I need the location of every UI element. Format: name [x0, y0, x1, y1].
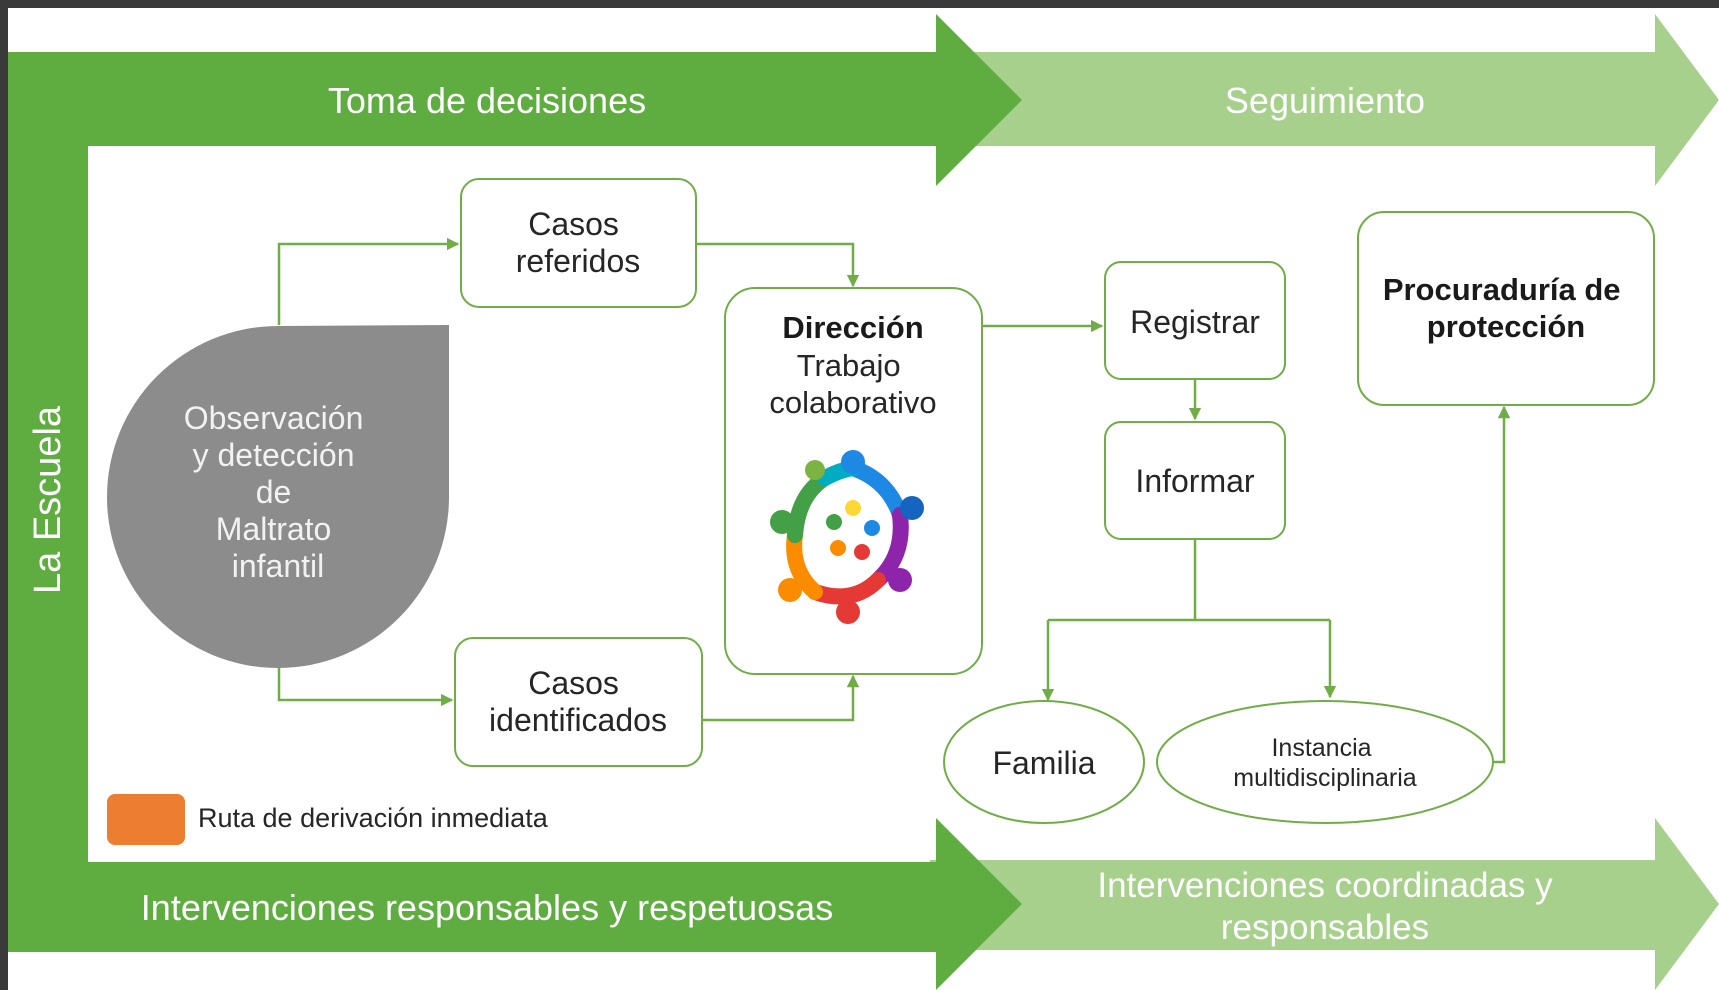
- casos-referidos-box: Casos referidos: [460, 178, 697, 308]
- casos-referidos-text: Casos referidos: [516, 206, 641, 279]
- procuraduria-box: Procuraduría de protección: [1357, 211, 1655, 406]
- top-right-arrow: Seguimiento: [930, 14, 1719, 186]
- observacion-text: Observación y detección de Maltrato infa…: [184, 400, 373, 584]
- legend: Ruta de derivación inmediata: [107, 794, 549, 845]
- registrar-box: Registrar: [1104, 261, 1286, 380]
- casos-identificados-text: Casos identificados: [489, 665, 667, 738]
- teamwork-people-ring-icon: [770, 450, 924, 624]
- instancia-text: Instancia multidisciplinaria: [1233, 734, 1416, 792]
- direccion-subtitle: Trabajo colaborativo: [769, 348, 936, 420]
- seguimiento-label: Seguimiento: [1225, 80, 1425, 121]
- instancia-ellipse: Instancia multidisciplinaria: [1156, 700, 1494, 824]
- intervenciones-coordinadas-line2: responsables: [1221, 908, 1429, 947]
- familia-text: Familia: [992, 745, 1095, 781]
- observacion-shape: Observación y detección de Maltrato infa…: [107, 325, 449, 668]
- familia-ellipse: Familia: [943, 700, 1145, 824]
- bottom-left-arrow: Intervenciones responsables y respetuosa…: [8, 818, 1022, 990]
- informar-box: Informar: [1104, 421, 1286, 540]
- la-escuela-label: La Escuela: [27, 405, 69, 594]
- legend-swatch: [107, 794, 185, 845]
- intervenciones-responsables-label: Intervenciones responsables y respetuosa…: [141, 887, 833, 928]
- direccion-box: Dirección Trabajo colaborativo: [724, 287, 983, 675]
- legend-label: Ruta de derivación inmediata: [198, 803, 549, 833]
- registrar-text: Registrar: [1130, 304, 1260, 340]
- bottom-right-arrow: Intervenciones coordinadas y responsable…: [930, 818, 1719, 990]
- intervenciones-coordinadas-line1: Intervenciones coordinadas y: [1097, 866, 1553, 905]
- person-figures: [786, 460, 909, 605]
- direccion-title: Dirección: [782, 310, 923, 345]
- connectors: [277, 237, 1511, 764]
- toma-decisiones-label: Toma de decisiones: [328, 80, 646, 121]
- informar-text: Informar: [1135, 463, 1254, 499]
- la-escuela-band: La Escuela: [8, 146, 88, 862]
- procuraduria-text: Procuraduría de protección: [1383, 272, 1629, 344]
- casos-identificados-box: Casos identificados: [454, 637, 703, 767]
- top-left-arrow: Toma de decisiones: [8, 14, 1022, 186]
